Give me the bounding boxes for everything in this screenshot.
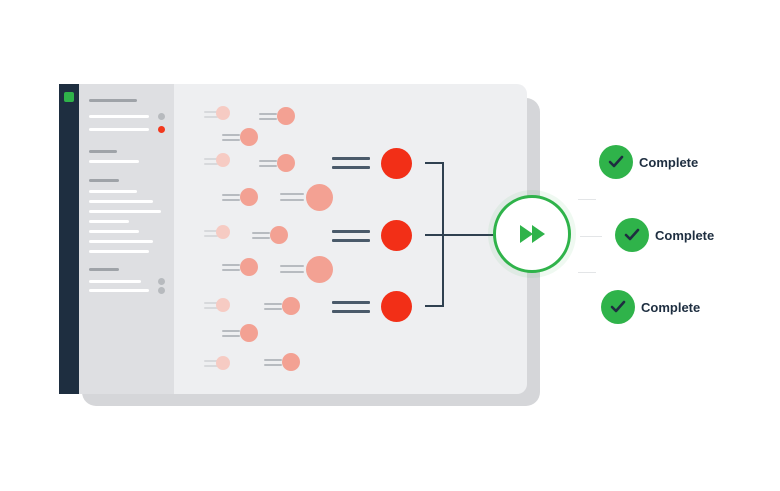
check-icon	[599, 145, 633, 179]
status-complete: Complete	[599, 145, 698, 179]
sidebar-item[interactable]	[89, 250, 149, 253]
node-label-line	[222, 134, 240, 136]
node-label-line	[332, 157, 370, 160]
node-label-line	[280, 271, 304, 273]
sidebar-item[interactable]	[89, 230, 139, 233]
status-trail	[580, 236, 602, 237]
workflow-node[interactable]	[306, 256, 333, 283]
sidebar-item[interactable]	[89, 115, 149, 118]
node-label-line	[332, 239, 370, 242]
sidebar-item[interactable]	[89, 240, 153, 243]
node-label-line	[280, 265, 304, 267]
sidebar-item-indicator	[158, 287, 165, 294]
status-complete: Complete	[615, 218, 714, 252]
status-label: Complete	[655, 227, 715, 243]
node-label-line	[259, 118, 277, 120]
node-label-line	[204, 158, 218, 160]
workflow-node-primary[interactable]	[381, 220, 412, 251]
workflow-node[interactable]	[240, 324, 258, 342]
node-label-line	[204, 360, 218, 362]
notification-dot	[158, 126, 165, 133]
sidebar-item[interactable]	[89, 220, 129, 223]
sidebar-heading	[89, 179, 119, 182]
workflow-canvas	[174, 84, 527, 394]
node-label-line	[204, 163, 218, 165]
node-label-line	[264, 359, 282, 361]
node-label-line	[264, 308, 282, 310]
node-label-line	[204, 307, 218, 309]
sidebar	[79, 84, 174, 394]
node-label-line	[222, 194, 240, 196]
status-complete: Complete	[601, 290, 700, 324]
sidebar-heading	[89, 150, 117, 153]
node-label-line	[204, 365, 218, 367]
node-label-line	[332, 310, 370, 313]
node-label-line	[280, 193, 304, 195]
node-label-line	[280, 199, 304, 201]
node-label-line	[252, 237, 270, 239]
node-label-line	[204, 302, 218, 304]
sidebar-item[interactable]	[89, 210, 161, 213]
node-label-line	[204, 235, 218, 237]
workflow-node[interactable]	[277, 107, 295, 125]
node-label-line	[252, 232, 270, 234]
workflow-node[interactable]	[216, 356, 230, 370]
status-label: Complete	[641, 299, 701, 315]
app-logo-icon	[64, 92, 74, 102]
workflow-node[interactable]	[216, 153, 230, 167]
sidebar-item[interactable]	[89, 128, 149, 131]
sidebar-item-indicator	[158, 278, 165, 285]
sidebar-item[interactable]	[89, 289, 149, 292]
workflow-node[interactable]	[277, 154, 295, 172]
node-label-line	[222, 269, 240, 271]
workflow-node[interactable]	[216, 298, 230, 312]
check-icon	[615, 218, 649, 252]
sidebar-item[interactable]	[89, 160, 139, 163]
workflow-node[interactable]	[282, 353, 300, 371]
sidebar-item[interactable]	[89, 190, 137, 193]
connector-line	[425, 305, 443, 307]
node-label-line	[222, 139, 240, 141]
workflow-node[interactable]	[270, 226, 288, 244]
node-label-line	[222, 264, 240, 266]
node-label-line	[204, 116, 218, 118]
workflow-node[interactable]	[240, 128, 258, 146]
workflow-node-primary[interactable]	[381, 291, 412, 322]
node-label-line	[332, 301, 370, 304]
workflow-node[interactable]	[216, 225, 230, 239]
workflow-node[interactable]	[216, 106, 230, 120]
node-label-line	[259, 160, 277, 162]
workflow-node[interactable]	[282, 297, 300, 315]
run-workflow-button[interactable]	[493, 195, 571, 273]
node-label-line	[332, 230, 370, 233]
node-label-line	[264, 364, 282, 366]
sidebar-item[interactable]	[89, 200, 153, 203]
status-trail	[578, 199, 596, 200]
node-label-line	[222, 335, 240, 337]
workflow-node-primary[interactable]	[381, 148, 412, 179]
connector-line	[425, 162, 443, 164]
nav-rail	[59, 84, 79, 394]
status-label: Complete	[639, 154, 699, 170]
sidebar-heading	[89, 268, 119, 271]
check-icon	[601, 290, 635, 324]
node-label-line	[259, 165, 277, 167]
node-label-line	[204, 111, 218, 113]
fast-forward-icon	[520, 225, 545, 243]
app-window	[59, 84, 527, 394]
workflow-node[interactable]	[240, 258, 258, 276]
connector-line	[425, 234, 495, 236]
node-label-line	[332, 166, 370, 169]
node-label-line	[222, 199, 240, 201]
status-trail	[578, 272, 596, 273]
sidebar-item-indicator	[158, 113, 165, 120]
sidebar-heading	[89, 99, 137, 102]
sidebar-item[interactable]	[89, 280, 141, 283]
node-label-line	[264, 303, 282, 305]
node-label-line	[222, 330, 240, 332]
workflow-node[interactable]	[240, 188, 258, 206]
node-label-line	[204, 230, 218, 232]
node-label-line	[259, 113, 277, 115]
workflow-node[interactable]	[306, 184, 333, 211]
